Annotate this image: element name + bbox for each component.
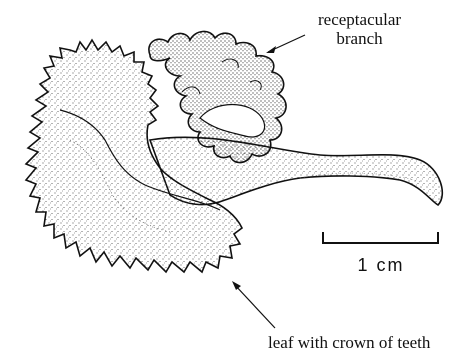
receptacular-label-line1: receptacular <box>318 10 401 29</box>
receptacular-branch-label: receptacular branch <box>318 10 401 48</box>
receptacular-label-line2: branch <box>318 29 401 48</box>
leaf-label: leaf with crown of teeth <box>268 333 430 352</box>
scale-bar <box>323 232 438 244</box>
leaf-leader <box>234 284 275 328</box>
scale-bar-label: 1 cm <box>331 255 431 276</box>
